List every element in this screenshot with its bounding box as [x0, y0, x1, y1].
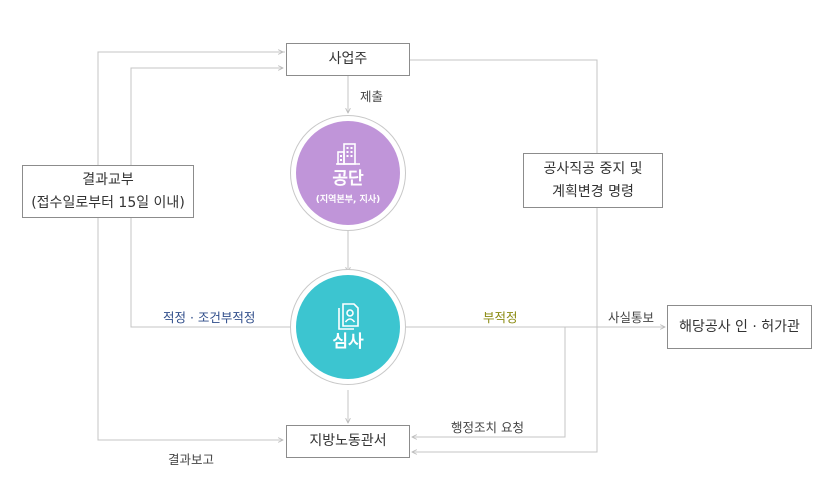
building-icon: [336, 143, 360, 166]
review-circle: 심사: [296, 275, 400, 379]
admin-request-label: 행정조치 요청: [451, 420, 524, 435]
result-delivery-line2: (접수일로부터 15일 이내): [31, 194, 185, 211]
corporation-title: 공단: [332, 169, 364, 190]
edge-stop-order: [410, 59, 598, 452]
document-review-icon: [338, 302, 359, 330]
result-report-label: 결과보고: [168, 452, 215, 467]
edge-admin-request: [412, 327, 566, 437]
review-title: 심사: [332, 331, 364, 352]
stop-order-line2: 계획변경 명령: [552, 183, 634, 200]
labor-office-box: 지방노동관서: [286, 425, 410, 458]
corporation-node: 공단 (지역본부, 지사): [290, 115, 406, 231]
notify-label: 사실통보: [608, 310, 655, 325]
unsuitable-label: 부적정: [483, 310, 518, 325]
owner-box: 사업주: [286, 43, 410, 76]
result-delivery-box: 결과교부 (접수일로부터 15일 이내): [22, 165, 194, 218]
permit-agency-label: 해당공사 인 · 허가관: [679, 318, 800, 335]
stop-order-line1: 공사직공 중지 및: [543, 161, 643, 178]
corporation-circle: 공단 (지역본부, 지사): [296, 121, 400, 225]
suitable-label: 적정 · 조건부적정: [163, 310, 256, 325]
result-delivery-line1: 결과교부: [82, 172, 134, 189]
stop-order-box: 공사직공 중지 및 계획변경 명령: [523, 153, 663, 208]
review-node: 심사: [290, 269, 406, 385]
submit-label: 제출: [360, 89, 384, 104]
permit-agency-box: 해당공사 인 · 허가관: [667, 305, 812, 349]
owner-label: 사업주: [328, 51, 368, 68]
edge-outer-left: [97, 51, 285, 440]
corporation-subtitle: (지역본부, 지사): [315, 194, 381, 205]
labor-office-label: 지방노동관서: [309, 433, 387, 450]
